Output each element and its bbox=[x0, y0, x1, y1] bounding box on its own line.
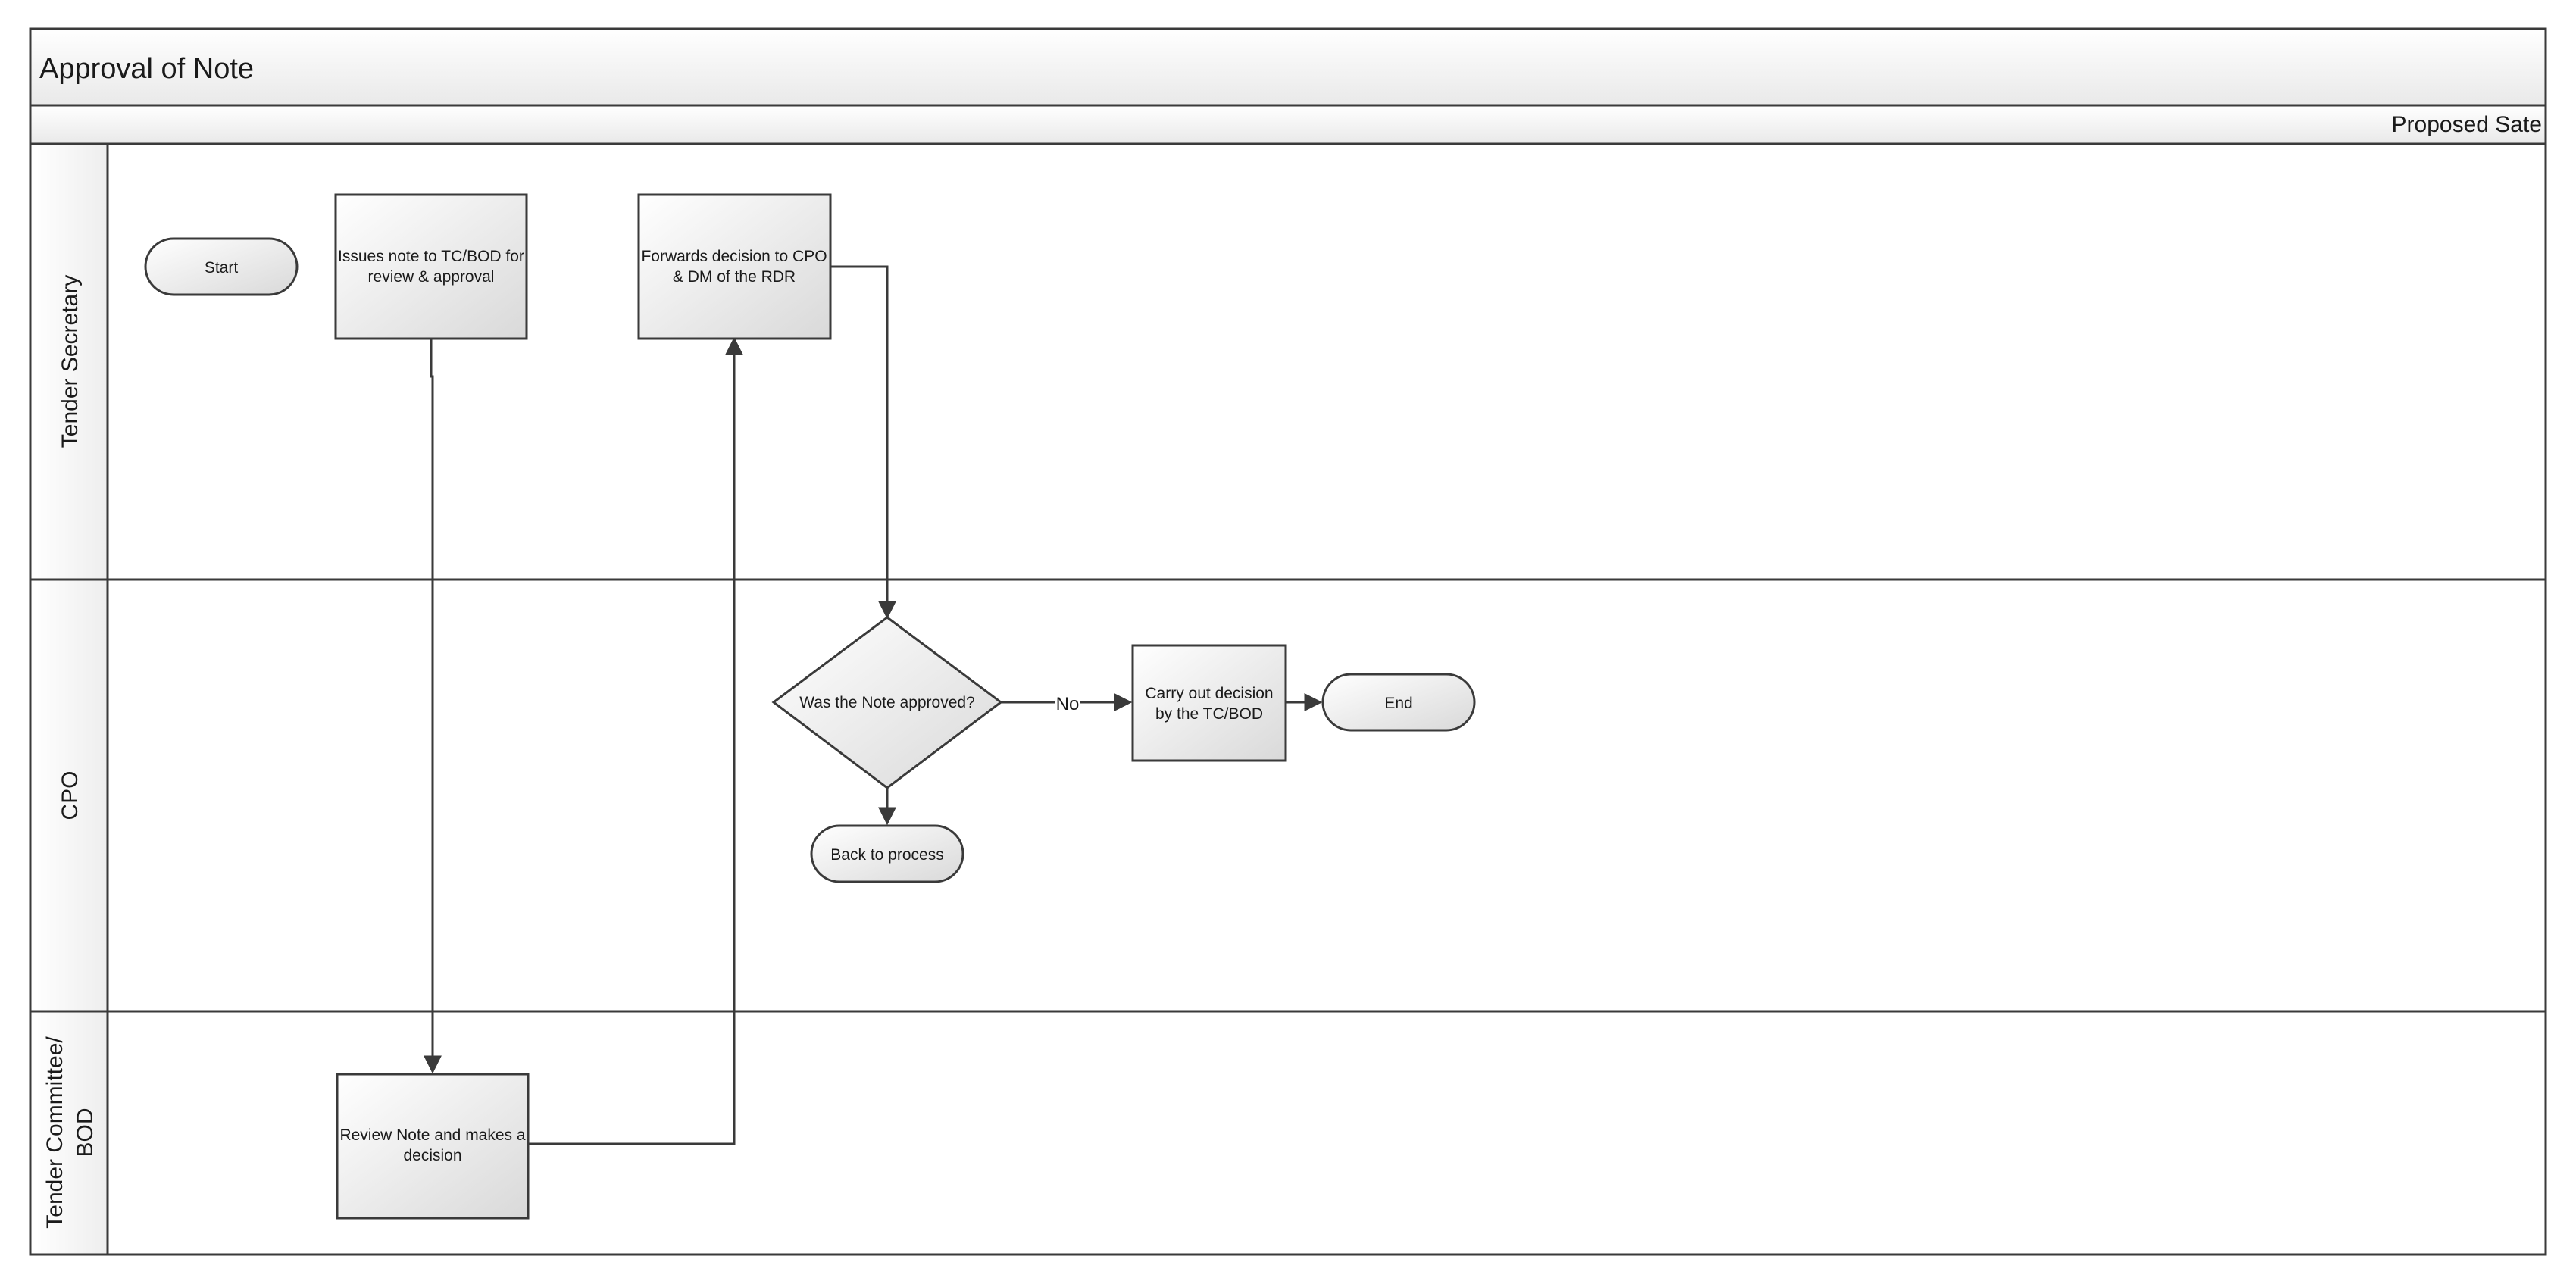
lane-label-cpo: CPO bbox=[58, 770, 83, 820]
end-label: End bbox=[1384, 695, 1412, 712]
start-terminator[interactable] bbox=[144, 237, 299, 296]
issues-note-label-line1: Issues note to TC/BOD for bbox=[338, 248, 524, 265]
review-note-process[interactable] bbox=[336, 1073, 530, 1220]
title-bar bbox=[29, 27, 2547, 107]
carry-out-label-line1: Carry out decision bbox=[1145, 685, 1273, 702]
lane-label-tender-secretary: Tender Secretary bbox=[58, 275, 83, 448]
diagram-title: Approval of Note bbox=[39, 53, 254, 85]
connector-issues-to-review bbox=[424, 339, 442, 1074]
lane-header-cpo bbox=[29, 578, 109, 1013]
issues-note-process[interactable] bbox=[334, 193, 528, 340]
connector-forwards-to-decision bbox=[830, 265, 896, 620]
carry-out-label-line2: by the TC/BOD bbox=[1155, 705, 1263, 723]
back-to-process-label: Back to process bbox=[830, 846, 943, 864]
edge-label-no: No bbox=[1056, 694, 1080, 714]
review-note-label-line2: decision bbox=[403, 1147, 461, 1164]
phase-label: Proposed Sate bbox=[2392, 112, 2542, 137]
lane-header-tender-committee bbox=[29, 1010, 109, 1256]
review-note-label-line1: Review Note and makes a bbox=[339, 1126, 525, 1144]
forwards-decision-label-line1: Forwards decision to CPO bbox=[641, 248, 827, 265]
back-to-process-terminator[interactable] bbox=[810, 824, 964, 883]
issues-note-label-line2: review & approval bbox=[368, 268, 495, 286]
carry-out-decision-process[interactable] bbox=[1131, 644, 1287, 762]
start-label: Start bbox=[205, 259, 239, 277]
connector-review-to-forwards bbox=[528, 336, 743, 1145]
lane-label-tender-committee-line2: BOD bbox=[73, 1108, 98, 1157]
forwards-decision-label-line2: & DM of the RDR bbox=[673, 268, 796, 286]
forwards-decision-process[interactable] bbox=[637, 193, 832, 340]
phase-bar bbox=[29, 104, 2547, 145]
end-terminator[interactable] bbox=[1321, 673, 1476, 732]
lane-label-tender-committee-line1: Tender Committee/ bbox=[42, 1036, 67, 1229]
was-note-approved-decision[interactable] bbox=[771, 616, 1003, 789]
was-note-approved-label: Was the Note approved? bbox=[799, 694, 975, 711]
